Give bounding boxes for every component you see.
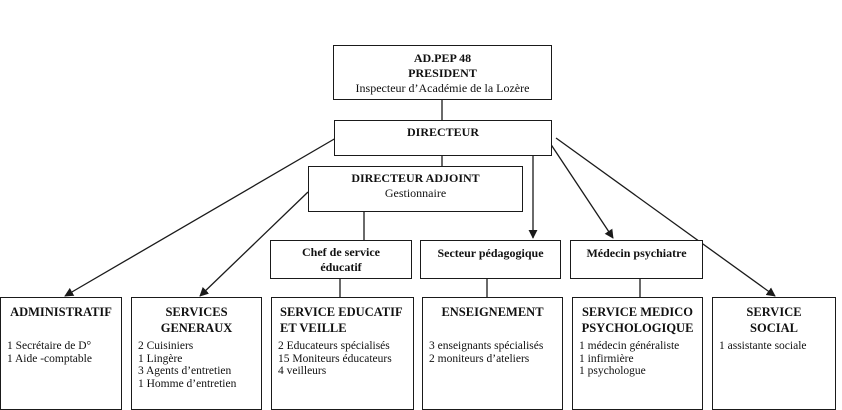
service-item: 1 psychologue bbox=[579, 365, 646, 377]
service-item: 1 Homme d’entretien bbox=[138, 377, 237, 390]
service-box-generaux: SERVICES GENERAUX 2 Cuisiniers 1 Lingère… bbox=[131, 297, 262, 410]
directeur-label: DIRECTEUR bbox=[406, 125, 479, 139]
service-title-line1: SERVICE bbox=[746, 305, 802, 319]
service-item: 3 Agents d’entretien bbox=[138, 365, 232, 377]
service-box-social: SERVICE SOCIAL 1 assistante sociale bbox=[712, 297, 836, 410]
service-box-administratif: ADMINISTRATIF 1 Secrétaire de D° 1 Aide … bbox=[0, 297, 122, 410]
service-item: 1 Aide -comptable bbox=[7, 352, 92, 365]
service-item: 4 veilleurs bbox=[278, 365, 327, 377]
medecin-label: Médecin psychiatre bbox=[586, 246, 687, 260]
service-item: 1 Secrétaire de D° bbox=[7, 340, 92, 352]
service-item: 1 infirmière bbox=[579, 352, 634, 365]
service-title-line1: ADMINISTRATIF bbox=[10, 305, 112, 319]
secteur-label: Secteur pédagogique bbox=[437, 246, 544, 260]
service-title-line1: SERVICES bbox=[165, 305, 228, 319]
service-item: 15 Moniteurs éducateurs bbox=[278, 352, 392, 365]
service-box-enseignement: ENSEIGNEMENT 3 enseignants spécialisés 2… bbox=[422, 297, 563, 410]
service-title-line1: SERVICE MEDICO bbox=[581, 305, 694, 319]
directeur-box: DIRECTEUR bbox=[334, 120, 552, 156]
chef-service-box: Chef de service éducatif bbox=[270, 240, 412, 279]
chef-service-line2: éducatif bbox=[320, 260, 362, 274]
chef-service-line1: Chef de service bbox=[302, 245, 380, 259]
service-title-line2: PSYCHOLOGIQUE bbox=[581, 321, 694, 335]
service-title-line1: ENSEIGNEMENT bbox=[441, 305, 544, 319]
service-box-medico: SERVICE MEDICO PSYCHOLOGIQUE 1 médecin g… bbox=[572, 297, 703, 410]
arrow-adjoint-services-generaux bbox=[199, 191, 309, 297]
service-item: 3 enseignants spécialisés bbox=[429, 340, 544, 352]
arrow-directeur-social bbox=[555, 137, 776, 297]
service-item: 2 Educateurs spécialisés bbox=[278, 340, 390, 352]
service-item: 2 Cuisiniers bbox=[138, 340, 194, 352]
arrow-directeur-administratif bbox=[64, 137, 337, 297]
service-title-line2: ET VEILLE bbox=[280, 321, 347, 335]
service-title-line1: SERVICE EDUCATIF bbox=[280, 305, 403, 319]
service-item: 1 Lingère bbox=[138, 352, 183, 365]
medecin-box: Médecin psychiatre bbox=[570, 240, 703, 279]
adjoint-box: DIRECTEUR ADJOINT Gestionnaire bbox=[308, 166, 523, 212]
president-org: AD.PEP 48 bbox=[413, 51, 472, 65]
president-box: AD.PEP 48 PRESIDENT Inspecteur d’Académi… bbox=[333, 45, 552, 100]
secteur-box: Secteur pédagogique bbox=[420, 240, 561, 279]
adjoint-title: DIRECTEUR ADJOINT bbox=[351, 171, 480, 185]
service-item: 2 moniteurs d’ateliers bbox=[429, 352, 530, 365]
arrow-directeur-medecin bbox=[547, 139, 614, 239]
service-title-line2: GENERAUX bbox=[160, 321, 233, 335]
service-item: 1 médecin généraliste bbox=[579, 340, 680, 352]
service-item: 1 assistante sociale bbox=[719, 340, 807, 352]
adjoint-subtitle: Gestionnaire bbox=[384, 186, 447, 200]
president-title: PRESIDENT bbox=[408, 66, 477, 80]
service-box-educatif: SERVICE EDUCATIF ET VEILLE 2 Educateurs … bbox=[271, 297, 414, 410]
president-subtitle: Inspecteur d’Académie de la Lozère bbox=[355, 81, 530, 95]
service-title-line2: SOCIAL bbox=[750, 321, 798, 335]
